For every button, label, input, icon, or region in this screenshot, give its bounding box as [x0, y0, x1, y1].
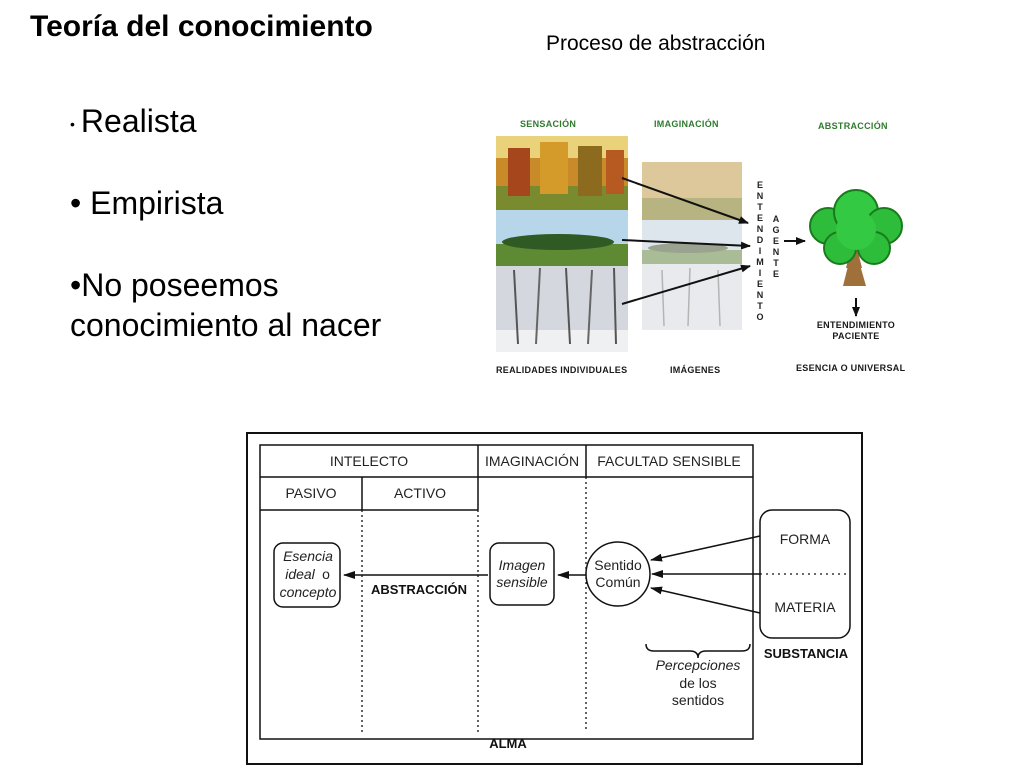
header-activo: ACTIVO — [394, 485, 446, 501]
bullet-dot: • — [70, 115, 75, 132]
svg-text:sentidos: sentidos — [672, 692, 724, 708]
svg-text:ideal: ideal — [285, 566, 315, 582]
box-imagen-sensible — [489, 542, 555, 606]
label-sensacion: SENSACIÓN — [520, 118, 576, 129]
abstraction-process-figure: SENSACIÓN IMAGINACIÓN ABSTRACCIÓN — [496, 118, 906, 375]
outer-frame — [246, 432, 863, 765]
label-imagenes: IMÁGENES — [670, 365, 720, 375]
arrow-materia — [650, 586, 761, 614]
label-substancia: SUBSTANCIA — [764, 646, 849, 661]
svg-text:Percepciones: Percepciones — [656, 657, 741, 673]
photo-winter-forest — [496, 266, 628, 352]
brace-percepciones — [645, 643, 751, 659]
label-forma: FORMA — [780, 531, 831, 547]
header-pasivo: PASIVO — [285, 485, 336, 501]
image-faded-meadow — [642, 220, 742, 264]
label-entendimiento-paciente-1: ENTENDIMIENTO — [817, 320, 895, 330]
label-abstraccion: ABSTRACCIÓN — [371, 582, 467, 597]
circle-sentido-comun — [585, 541, 651, 607]
alma-frame — [259, 444, 754, 740]
soul-faculties-diagram: INTELECTO IMAGINACIÓN FACULTAD SENSIBLE … — [246, 432, 863, 765]
label-realidades: REALIDADES INDIVIDUALES — [496, 365, 627, 375]
label-esencia: ESENCIA O UNIVERSAL — [796, 363, 906, 373]
svg-text:Sentido: Sentido — [594, 557, 642, 573]
page-title: Teoría del conocimiento — [30, 10, 373, 43]
svg-text:sensible: sensible — [496, 574, 548, 590]
label-materia: MATERIA — [774, 599, 836, 615]
bullet-empirista: • Empirista — [70, 185, 224, 221]
arrow-forma — [650, 535, 761, 562]
header-imaginacion: IMAGINACIÓN — [485, 453, 579, 469]
arrow-sensation-3 — [621, 264, 751, 305]
arrow-sensation-1 — [621, 177, 749, 224]
bullet-dot: • — [70, 267, 82, 303]
box-esencia — [273, 542, 341, 608]
label-alma: ALMA — [489, 736, 527, 751]
label-entendimiento-paciente-2: PACIENTE — [832, 331, 879, 341]
photo-green-meadow — [496, 210, 628, 266]
svg-text:o: o — [322, 566, 330, 582]
svg-text:concepto: concepto — [280, 584, 337, 600]
tree-icon — [809, 189, 903, 286]
bullet-conocimiento: conocimiento al nacer — [70, 307, 382, 343]
svg-text:de los: de los — [679, 675, 716, 691]
svg-text:Esencia: Esencia — [283, 548, 333, 564]
photo-autumn-forest — [496, 136, 628, 210]
label-abstraccion: ABSTRACCIÓN — [818, 120, 888, 131]
header-intelecto: INTELECTO — [330, 453, 408, 469]
svg-text:Imagen: Imagen — [499, 557, 546, 573]
arrow-sensation-2 — [621, 239, 751, 250]
bullet-no-poseemos: •No poseemos — [70, 267, 279, 303]
bullet-realista: •Realista — [70, 103, 197, 139]
header-facultad-sensible: FACULTAD SENSIBLE — [597, 453, 740, 469]
figure-caption: Proceso de abstracción — [546, 32, 766, 55]
svg-text:ENTENDIMIENTO: ENTENDIMIENTO — [756, 180, 764, 322]
image-faded-winter — [642, 264, 742, 330]
image-faded-forest — [642, 162, 742, 220]
svg-text:Común: Común — [595, 574, 640, 590]
bullet-dot: • — [70, 185, 91, 221]
label-imaginacion: IMAGINACIÓN — [654, 118, 719, 129]
